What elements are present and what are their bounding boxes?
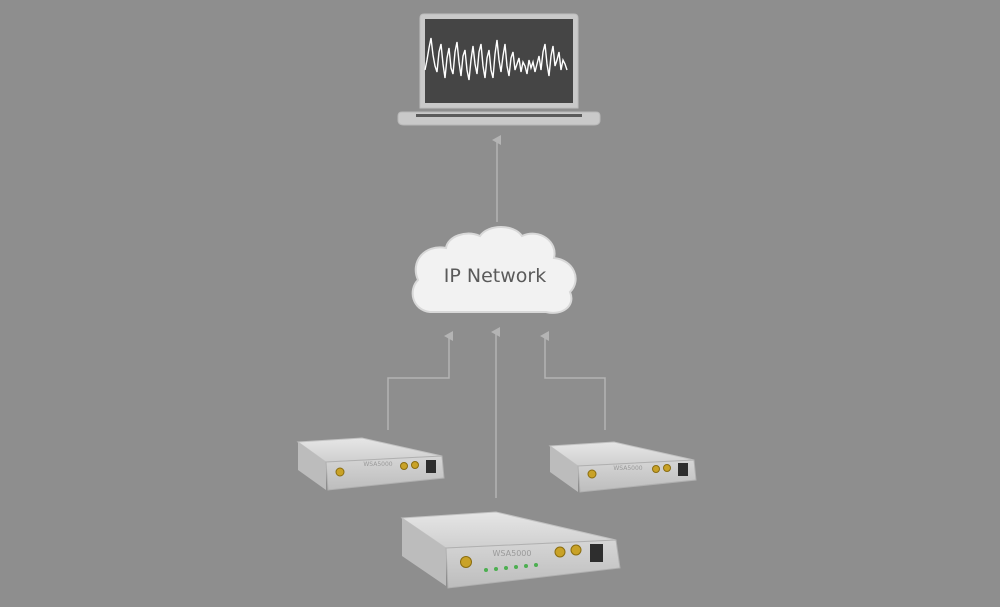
device-left: WSA5000: [296, 437, 445, 491]
waveform-trace: [424, 37, 568, 81]
laptop-icon: [397, 13, 601, 126]
device-front-model: WSA5000: [493, 549, 532, 558]
device-left-model: WSA5000: [363, 461, 392, 468]
device-front-leds: [484, 563, 538, 572]
network-label: IP Network: [444, 265, 546, 287]
cloud-icon: IP Network: [411, 226, 577, 314]
laptop-keyboard: [416, 114, 582, 117]
device-right: WSA5000: [548, 441, 697, 493]
arrow-right-device-to-cloud: [540, 331, 606, 430]
arrow-left-device-to-cloud: [387, 331, 453, 430]
device-right-model: WSA5000: [613, 465, 642, 472]
device-front: WSA5000: [400, 511, 621, 589]
